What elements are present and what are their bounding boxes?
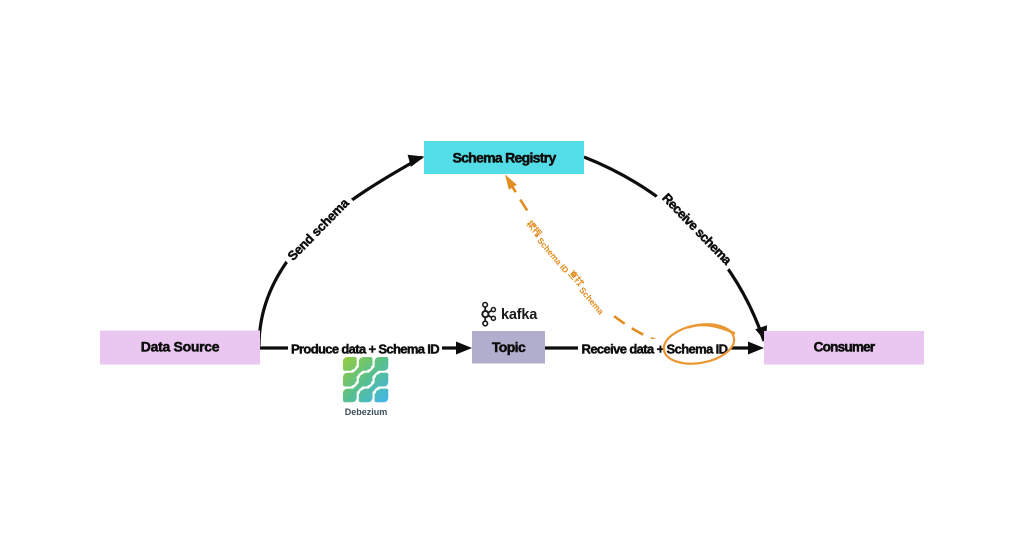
svg-text:Debezium: Debezium [345, 407, 388, 417]
svg-text:Consumer: Consumer [814, 340, 876, 355]
svg-text:kafka: kafka [501, 307, 538, 323]
svg-text:Data Source: Data Source [141, 339, 220, 355]
svg-text:Receive data + Schema ID: Receive data + Schema ID [582, 342, 728, 357]
svg-text:Schema Registry: Schema Registry [452, 150, 556, 166]
svg-text:Topic: Topic [492, 339, 526, 355]
svg-text:Produce data + Schema ID: Produce data + Schema ID [291, 342, 439, 357]
